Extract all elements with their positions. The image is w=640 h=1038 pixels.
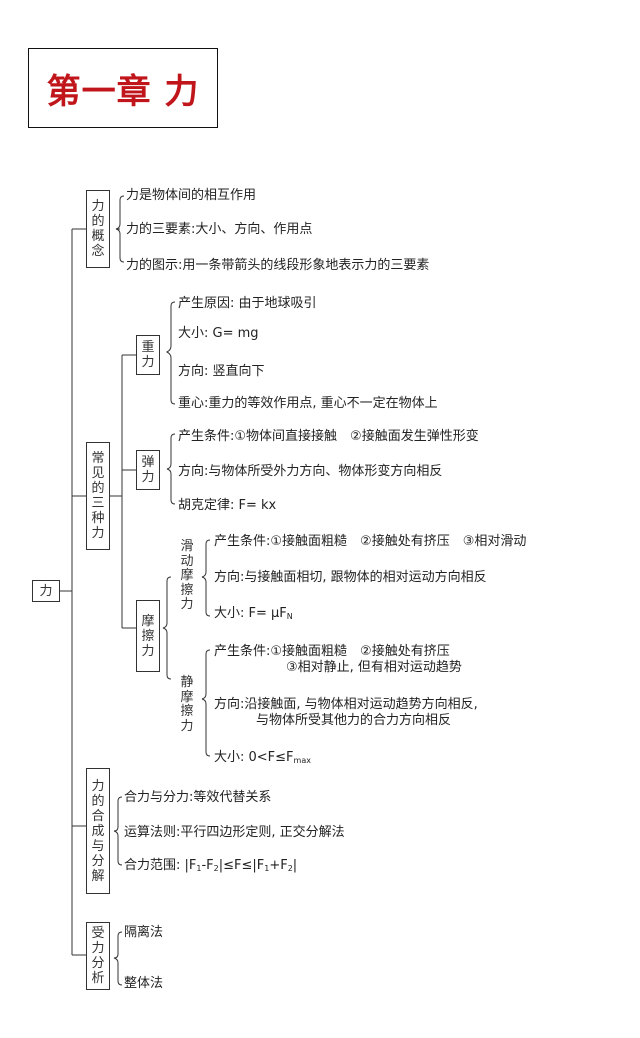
chapter-title-box: 第一章 力 (28, 48, 218, 128)
concept-item: 力的图示:用一条带箭头的线段形象地表示力的三要素 (126, 258, 430, 273)
static-item: 方向:沿接触面, 与物体相对运动趋势方向相反, (214, 697, 478, 712)
gravity-node: 重力 (136, 335, 160, 375)
static-friction-label: 静摩擦力 (180, 675, 194, 734)
static-item: 与物体所受其他力的合力方向相反 (256, 713, 452, 728)
analysis-item: 整体法 (124, 976, 164, 991)
common-forces-label: 常见的三种力 (91, 451, 105, 541)
concept-node: 力的概念 (86, 190, 110, 268)
elastic-item: 胡克定律: F= kx (178, 498, 277, 513)
analysis-node: 受力分析 (86, 922, 110, 990)
sliding-friction-label: 滑动摩擦力 (180, 539, 194, 612)
chapter-title: 第一章 力 (46, 71, 200, 112)
gravity-item: 重心:重力的等效作用点, 重心不一定在物体上 (178, 396, 438, 411)
concept-item: 力的三要素:大小、方向、作用点 (126, 222, 313, 237)
sliding-item: 大小: F= μFN (214, 606, 293, 621)
common-forces-node: 常见的三种力 (86, 442, 110, 550)
composition-item: 合力范围: |F1-F2|≤F≤|F1+F2| (124, 858, 298, 873)
sliding-item: 产生条件:①接触面粗糙 ②接触处有挤压 ③相对滑动 (214, 534, 527, 549)
elastic-item: 方向:与物体所受外力方向、物体形变方向相反 (178, 464, 443, 479)
composition-item: 运算法则:平行四边形定则, 正交分解法 (124, 825, 345, 840)
analysis-item: 隔离法 (124, 925, 164, 940)
concept-label: 力的概念 (91, 199, 105, 259)
gravity-item: 方向: 竖直向下 (178, 364, 265, 379)
composition-node: 力的合成与分解 (86, 768, 110, 894)
analysis-label: 受力分析 (91, 926, 105, 986)
friction-label: 摩擦力 (141, 613, 155, 659)
composition-label: 力的合成与分解 (91, 778, 105, 884)
sliding-item: 方向:与接触面相切, 跟物体的相对运动方向相反 (214, 570, 487, 585)
static-item: 大小: 0<F≤Fmax (214, 750, 311, 765)
root-node: 力 (32, 580, 60, 602)
concept-item: 力是物体间的相互作用 (126, 188, 257, 203)
static-item: 产生条件:①接触面粗糙 ②接触处有挤压 (214, 644, 450, 659)
static-item: ③相对静止, 但有相对运动趋势 (286, 660, 462, 675)
root-label: 力 (39, 583, 53, 599)
gravity-label: 重力 (141, 340, 155, 370)
composition-item: 合力与分力:等效代替关系 (124, 790, 272, 805)
elastic-item: 产生条件:①物体间直接接触 ②接触面发生弹性形变 (178, 429, 479, 444)
friction-node: 摩擦力 (136, 600, 160, 672)
gravity-item: 产生原因: 由于地球吸引 (178, 296, 317, 311)
elastic-label: 弹力 (141, 455, 155, 485)
elastic-node: 弹力 (136, 450, 160, 490)
gravity-item: 大小: G= mg (178, 326, 259, 341)
